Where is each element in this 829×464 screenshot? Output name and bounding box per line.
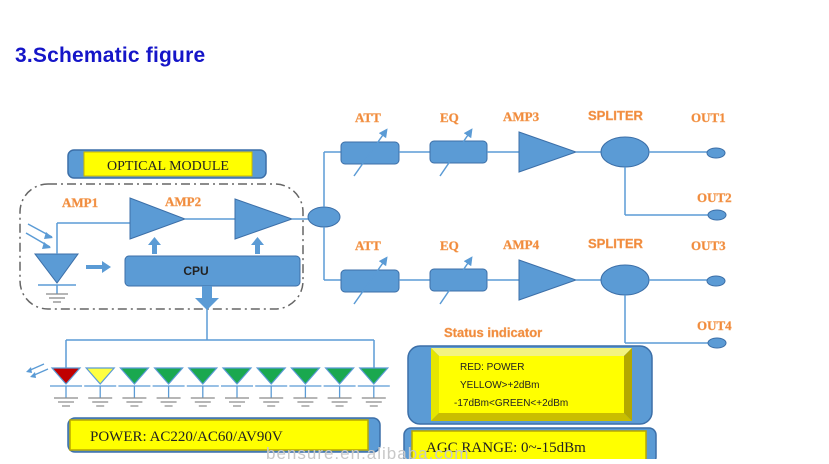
output-label: OUT3 <box>691 238 726 253</box>
amp1-label: AMP1 <box>62 195 98 210</box>
output-label: OUT4 <box>697 318 732 333</box>
splitter-label: SPLITER <box>588 236 644 251</box>
status-indicator-box: RED: POWER YELLOW>+2dBm -17dBm<GREEN<+2d… <box>407 345 653 425</box>
status-led <box>289 367 322 407</box>
led-triangle-icon <box>153 367 184 385</box>
status-led <box>357 367 390 407</box>
adjustable-arrow-icon <box>353 256 388 305</box>
optical-module-label: OPTICAL MODULE <box>107 159 229 174</box>
amplifier-triangle <box>518 259 578 301</box>
optical-module-enclosure <box>19 183 304 310</box>
led-triangle-icon <box>324 367 355 385</box>
signal-arrow-icon <box>86 261 111 273</box>
amp2-label: AMP2 <box>165 194 201 209</box>
splitter-label: SPLITER <box>588 108 644 123</box>
status-led <box>152 367 185 407</box>
output-port <box>707 209 727 221</box>
led-triangle-icon <box>187 367 219 385</box>
photodiode-icon <box>33 222 130 303</box>
cpu-label: CPU <box>183 264 208 278</box>
watermark: bensure.en.alibaba.com <box>266 444 470 463</box>
status-line: -17dBm<GREEN<+2dBm <box>454 398 568 409</box>
att-label: ATT <box>355 110 381 125</box>
optical-module-header: OPTICAL MODULE <box>67 149 267 179</box>
status-led <box>221 367 253 407</box>
output-port <box>706 275 726 287</box>
control-arrow-icon <box>148 237 264 254</box>
agc-label: AGC RANGE: 0~-15dBm <box>426 440 586 456</box>
amp2-triangle <box>234 198 294 240</box>
adjustable-arrow-icon <box>353 128 388 177</box>
splitter-node <box>600 264 650 296</box>
amp1-triangle <box>129 197 187 240</box>
output-port <box>707 337 727 349</box>
main-splitter-node <box>307 206 341 228</box>
status-indicator-title: Status indicator <box>444 325 542 340</box>
eq-label: EQ <box>440 110 459 125</box>
status-led <box>84 367 117 407</box>
power-label: POWER: AC220/AC60/AV90V <box>90 429 283 445</box>
equalizer-block <box>429 268 488 292</box>
output-label: OUT2 <box>697 190 732 205</box>
att-label: ATT <box>355 238 381 253</box>
status-led <box>323 367 356 407</box>
led-triangle-icon <box>50 367 82 385</box>
led-triangle-icon <box>290 367 321 385</box>
led-triangle-icon <box>358 367 390 385</box>
status-line: YELLOW>+2dBm <box>460 380 539 391</box>
led-triangle-icon <box>84 367 116 385</box>
light-input-icon <box>25 223 53 249</box>
output-label: OUT1 <box>691 110 726 125</box>
amp-label: AMP4 <box>503 237 540 252</box>
output-port <box>706 147 726 159</box>
status-line: RED: POWER <box>460 362 524 373</box>
cpu-block <box>124 255 301 287</box>
page-title: 3.Schematic figure <box>15 44 206 67</box>
amp-label: AMP3 <box>503 109 540 124</box>
status-led <box>118 367 151 407</box>
adjustable-arrow-icon <box>439 256 473 305</box>
cpu-output-arrow-icon <box>65 286 375 368</box>
splitter-node <box>600 136 650 168</box>
eq-label: EQ <box>440 238 459 253</box>
status-led <box>186 367 219 407</box>
power-box: POWER: AC220/AC60/AV90V <box>67 417 381 453</box>
status-led <box>50 367 82 407</box>
led-triangle-icon <box>119 367 150 385</box>
adjustable-arrow-icon <box>439 128 473 177</box>
agc-box: AGC RANGE: 0~-15dBm <box>403 427 657 459</box>
led-triangle-icon <box>255 367 287 385</box>
amplifier-triangle <box>518 131 578 173</box>
status-led <box>255 367 288 407</box>
led-triangle-icon <box>221 367 253 385</box>
led-light-icon <box>26 363 49 378</box>
equalizer-block <box>429 140 488 164</box>
